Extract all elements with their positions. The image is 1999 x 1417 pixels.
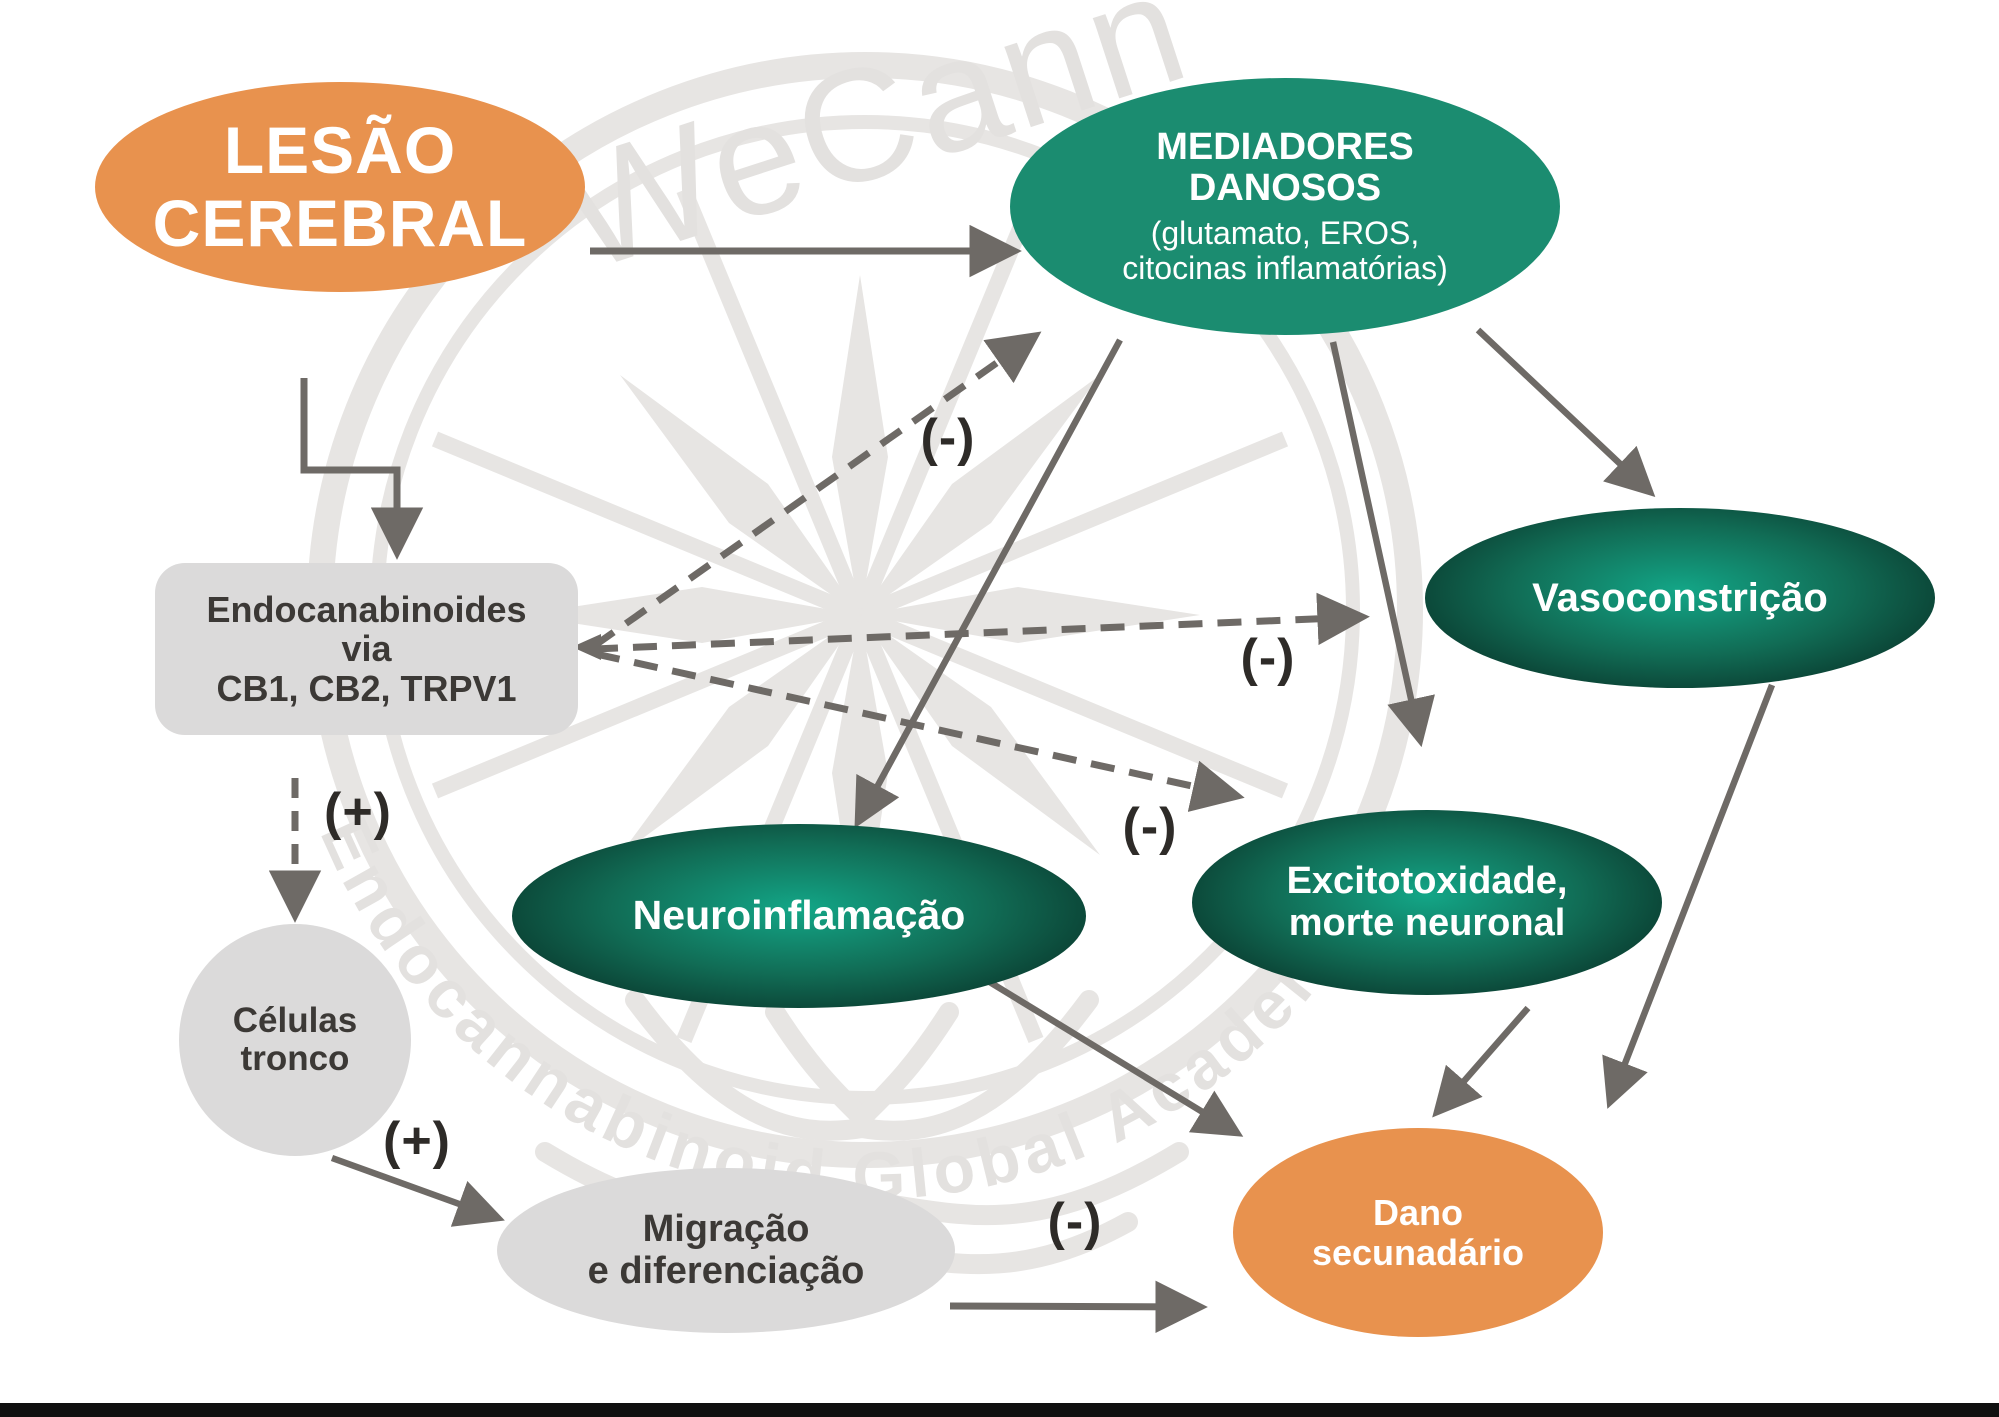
node-excitotoxidade: Excitotoxidade, morte neuronal bbox=[1192, 810, 1662, 995]
arrow-neuroinflamacao-to-dano bbox=[981, 975, 1244, 1137]
arrow-lesao-to-endocanabinoides bbox=[300, 378, 424, 560]
dashed-arrow-endo-to-mediadores bbox=[591, 331, 1042, 649]
arrow-vasoconstricao-to-dano bbox=[1602, 683, 1776, 1109]
sign-minus-endo-mediadores: (-) bbox=[920, 409, 976, 467]
dashed-arrow-endo-to-vasoconstricao bbox=[593, 592, 1370, 653]
sign-plus-celulas-migracao: (+) bbox=[383, 1112, 451, 1170]
node-endocanabinoides: Endocanabinoides via CB1, CB2, TRPV1 bbox=[155, 563, 578, 735]
node-mediadores-danosos: MEDIADORES DANOSOS (glutamato, EROS, cit… bbox=[1010, 78, 1560, 335]
sign-minus-migracao-dano: (-) bbox=[1047, 1193, 1103, 1251]
node-vasoconstricao: Vasoconstrição bbox=[1425, 508, 1935, 688]
sign-plus-endo-celulas: (+) bbox=[324, 783, 392, 841]
node-dano-secundario: Dano secunadário bbox=[1233, 1128, 1603, 1337]
node-lesao-cerebral: LESÃO CEREBRAL bbox=[95, 82, 585, 292]
dashed-arrow-endo-to-excitotoxidade bbox=[595, 650, 1245, 812]
arrow-excitotoxidade-to-dano bbox=[1432, 1005, 1531, 1118]
node-neuroinflamacao: Neuroinflamação bbox=[512, 824, 1086, 1008]
arrow-mediadores-to-vasoconstricao bbox=[1475, 327, 1656, 498]
arrow-celulas-to-migracao bbox=[330, 1154, 505, 1227]
arrow-mediadores-to-neuroinflamacao bbox=[854, 338, 1123, 829]
node-celulas-tronco: Células tronco bbox=[179, 924, 411, 1156]
watermark-leaf-blades bbox=[520, 275, 1200, 955]
sign-minus-endo-excitotoxidade: (-) bbox=[1122, 798, 1178, 856]
arrow-migracao-to-dano bbox=[949, 1280, 1208, 1334]
arrow-mediadores-to-excitotoxidade bbox=[1329, 341, 1435, 748]
dashed-origin-arrowhead bbox=[572, 634, 601, 660]
bottom-black-bar bbox=[0, 1403, 1999, 1417]
sign-minus-endo-vasoconstricao: (-) bbox=[1240, 629, 1296, 687]
node-migracao-diferenciacao: Migração e diferenciação bbox=[497, 1168, 955, 1333]
